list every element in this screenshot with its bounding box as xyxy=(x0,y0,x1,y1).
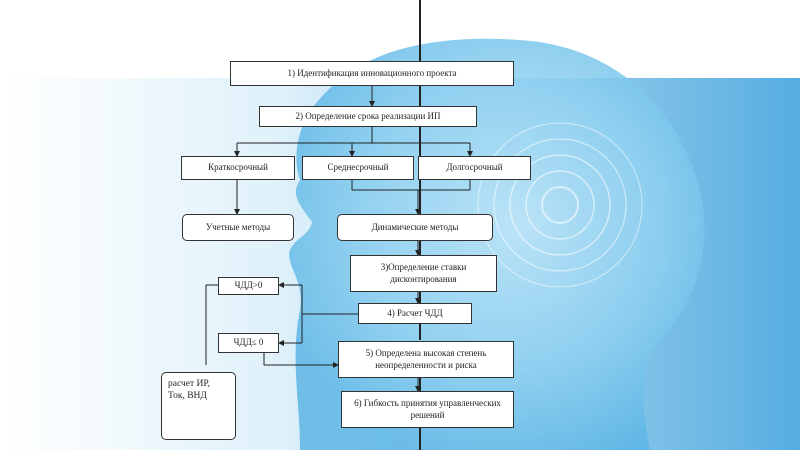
mid-term-box: Среднесрочный xyxy=(302,156,414,180)
dynamic-methods-box: Динамические методы xyxy=(337,214,493,241)
npv-nonpositive-box: ЧДД≤ 0 xyxy=(218,333,279,353)
step6-flexibility-box: 6) Гибкость принятия управленческих реше… xyxy=(341,391,514,428)
accounting-methods-box: Учетные методы xyxy=(182,214,294,241)
step5-uncertainty-box: 5) Определена высокая степень неопределе… xyxy=(338,341,514,378)
side-note-box: расчет ИР, Ток, ВНД xyxy=(161,372,236,440)
short-term-box: Краткосрочный xyxy=(181,156,295,180)
step2-term-box: 2) Определение срока реализации ИП xyxy=(259,106,477,127)
npv-positive-box: ЧДД>0 xyxy=(218,277,279,295)
step3-discount-rate-box: 3)Определение ставки дисконтирования xyxy=(350,255,497,292)
long-term-box: Долгосрочный xyxy=(418,156,531,180)
step1-identification-box: 1) Идентификация инновационного проекта xyxy=(230,61,514,86)
step4-npv-calc-box: 4) Расчет ЧДД xyxy=(358,303,472,324)
